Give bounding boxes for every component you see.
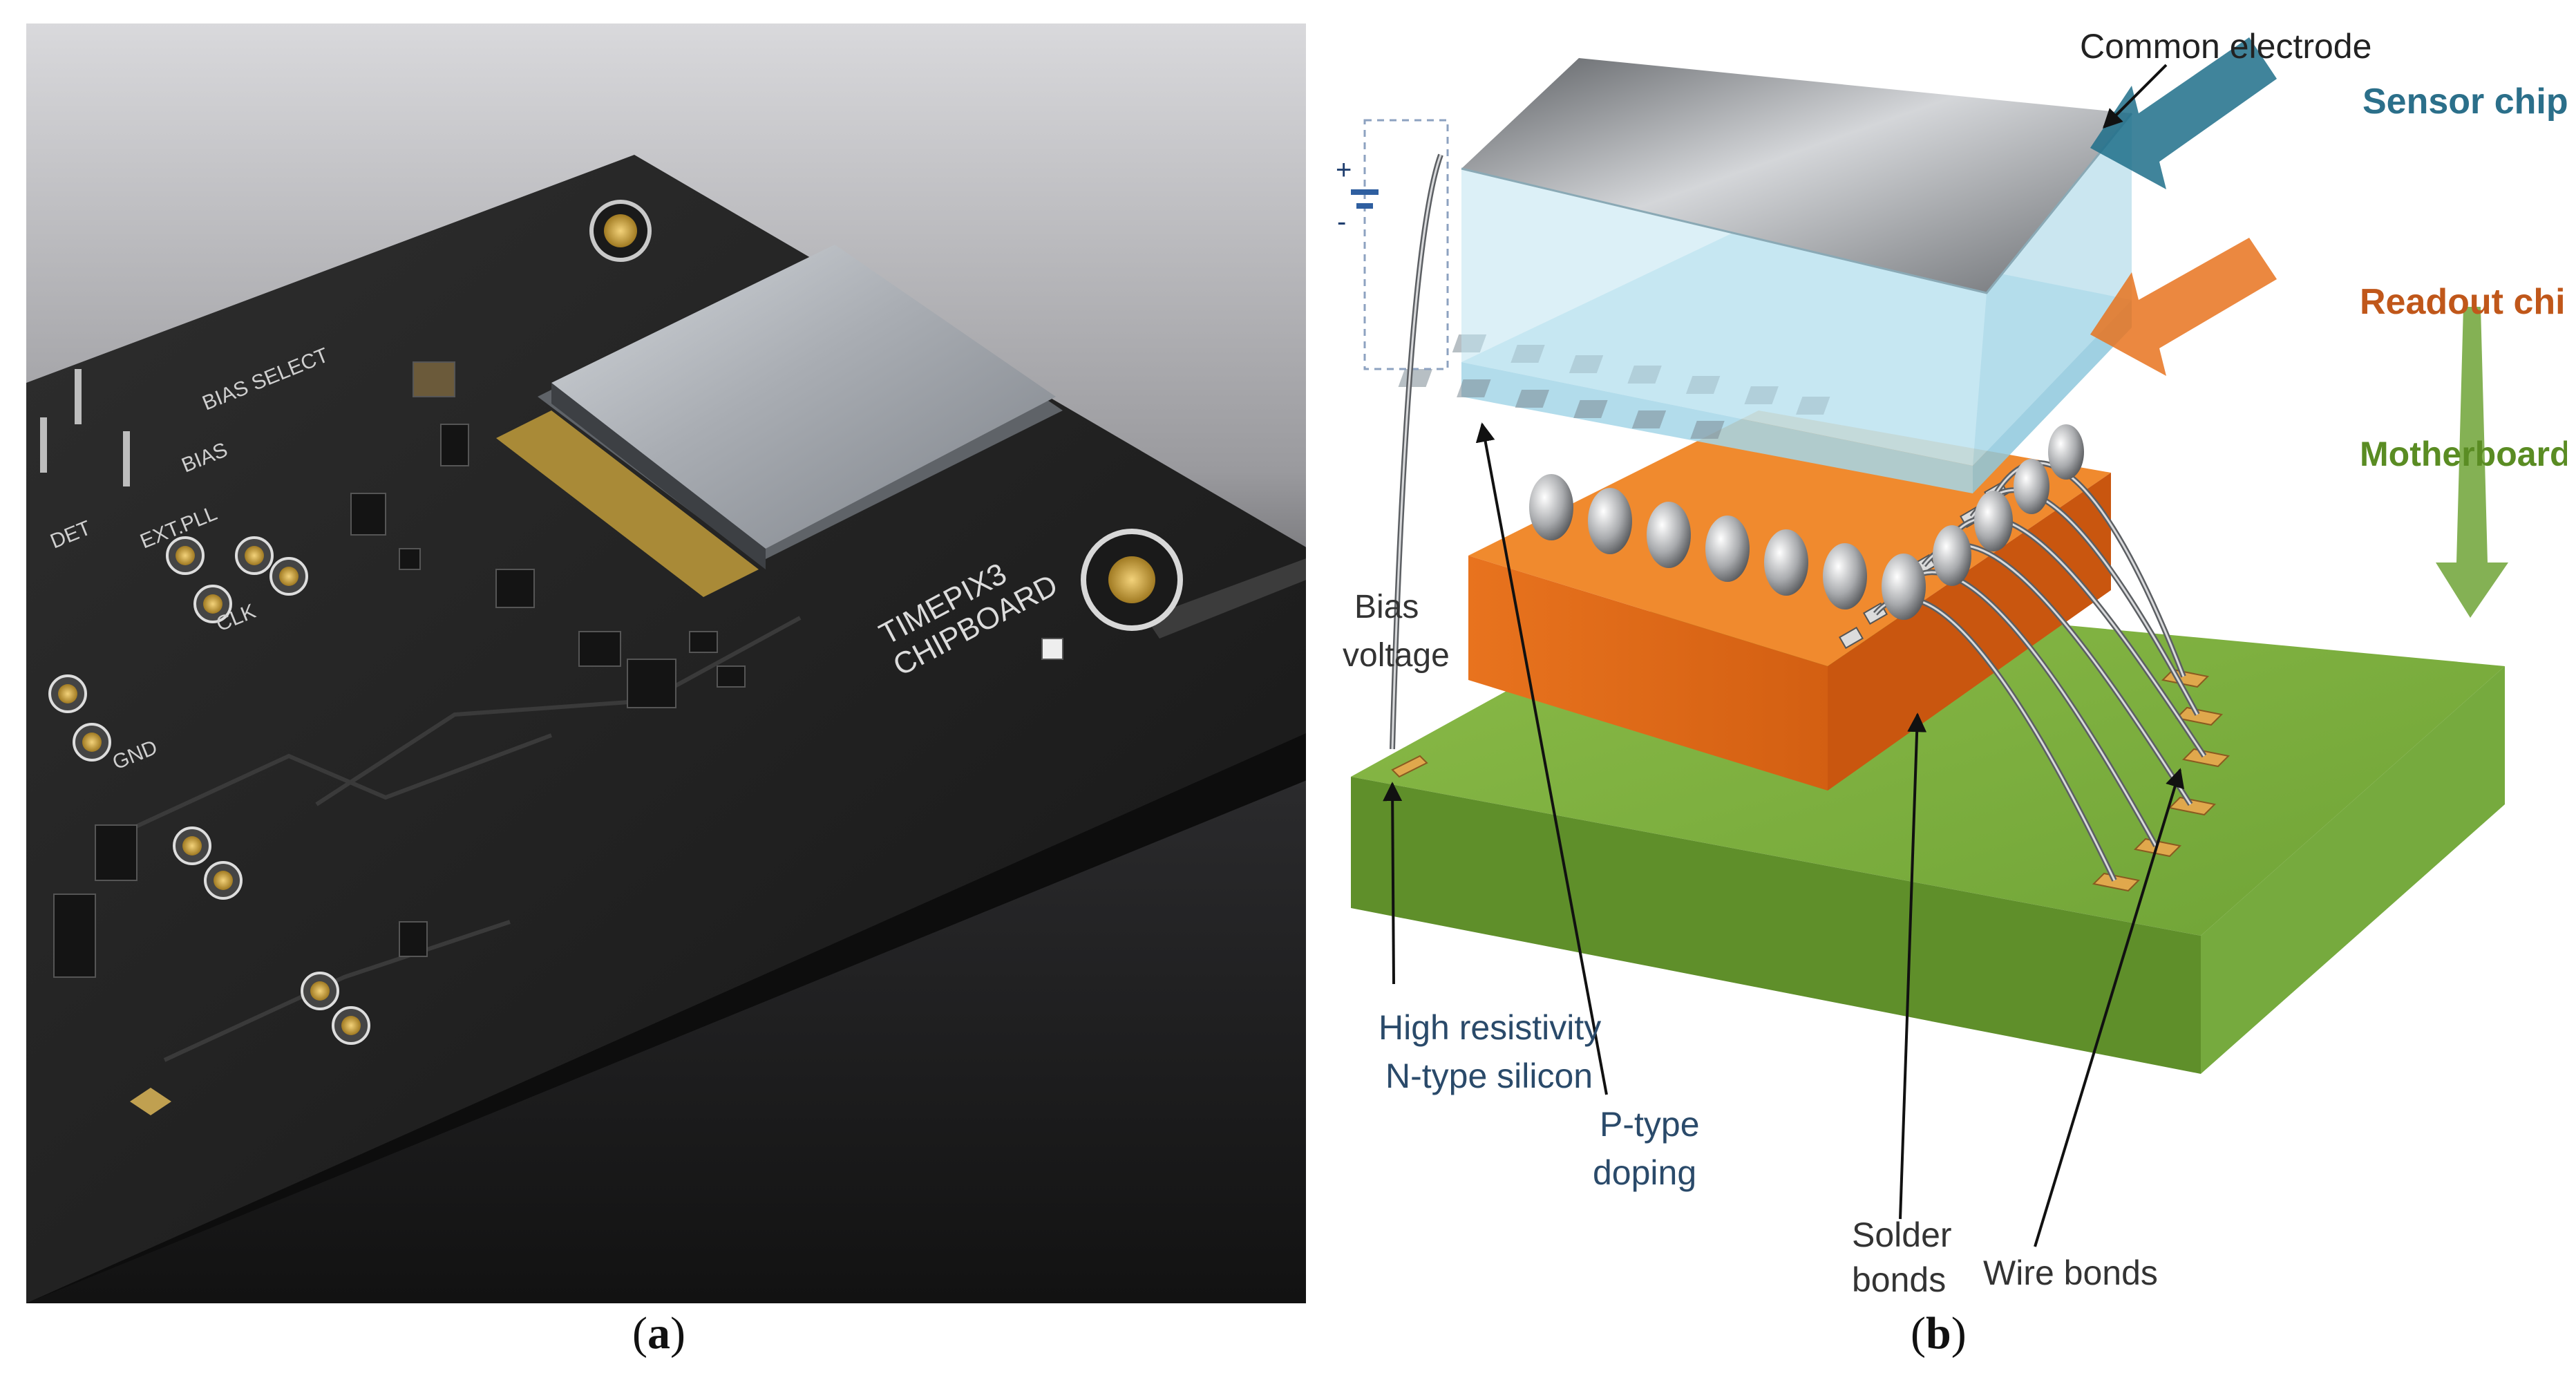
smd-components bbox=[53, 361, 1063, 978]
ptype-pointer bbox=[1475, 422, 1608, 1095]
label-high-res-1: High resistivity bbox=[1379, 1008, 1601, 1047]
motherboard-arrow bbox=[2436, 307, 2508, 618]
common-electrode-pointer bbox=[2103, 64, 2168, 129]
wire-bond-strip bbox=[496, 410, 759, 597]
label-bias-1: Bias bbox=[1354, 589, 1419, 625]
caption-b-close: ) bbox=[1951, 1308, 1967, 1359]
caption-a-open: ( bbox=[632, 1308, 647, 1359]
battery-plus-sign: + bbox=[1336, 155, 1352, 185]
gold-pads bbox=[48, 536, 370, 1045]
label-ptype-1: P-type bbox=[1600, 1105, 1700, 1144]
label-sensor-chip: Sensor chip bbox=[2362, 82, 2567, 122]
label-ptype-2: doping bbox=[1593, 1153, 1696, 1192]
label-solder-2: bonds bbox=[1852, 1260, 1946, 1299]
panel-a-photo: TIMEPIX3 CHIPBOARD BIAS SELECT BIAS DET … bbox=[26, 23, 1332, 1303]
solder-bumps bbox=[1529, 424, 2084, 620]
caption-a: (a) bbox=[632, 1307, 685, 1360]
battery-minus-plate bbox=[1356, 203, 1373, 209]
label-solder-1: Solder bbox=[1852, 1216, 1952, 1254]
caption-a-close: ) bbox=[670, 1308, 685, 1359]
battery-minus-sign: - bbox=[1337, 207, 1346, 237]
label-bias-2: voltage bbox=[1343, 637, 1450, 674]
label-high-res-2: N-type silicon bbox=[1385, 1057, 1593, 1095]
label-motherboard: Motherboard bbox=[2360, 435, 2567, 473]
caption-b-open: ( bbox=[1911, 1308, 1926, 1359]
hybrid-pixel-detector-diagram: + - Common electrode Sensor chip Readout… bbox=[1336, 27, 2576, 1299]
label-wire-bonds: Wire bonds bbox=[1983, 1254, 2158, 1292]
common-electrode bbox=[1461, 58, 2132, 293]
sensor-chip-arrow bbox=[2090, 37, 2277, 189]
label-readout-chip: Readout chip bbox=[2360, 282, 2567, 322]
wire-bonds-pointer bbox=[2034, 768, 2185, 1247]
high-res-pointer bbox=[1383, 782, 1403, 985]
readout-chip-arrow bbox=[2090, 238, 2277, 376]
caption-b: (b) bbox=[1911, 1307, 1967, 1360]
header-pins bbox=[40, 369, 130, 486]
chipboard-photo: TIMEPIX3 CHIPBOARD BIAS SELECT BIAS DET … bbox=[26, 23, 1332, 1303]
bias-circuit: + - bbox=[1336, 119, 1449, 750]
caption-b-letter: b bbox=[1925, 1308, 1951, 1359]
solder-bonds-pointer bbox=[1899, 712, 1927, 1220]
panel-b-diagram: + - Common electrode Sensor chip Readout… bbox=[1330, 23, 2576, 1303]
timepix3-chip bbox=[551, 245, 1056, 549]
battery-plus-plate bbox=[1351, 189, 1379, 195]
sensor-chip bbox=[1398, 58, 2133, 493]
caption-a-letter: a bbox=[647, 1308, 670, 1359]
label-common-electrode: Common electrode bbox=[2080, 27, 2371, 66]
